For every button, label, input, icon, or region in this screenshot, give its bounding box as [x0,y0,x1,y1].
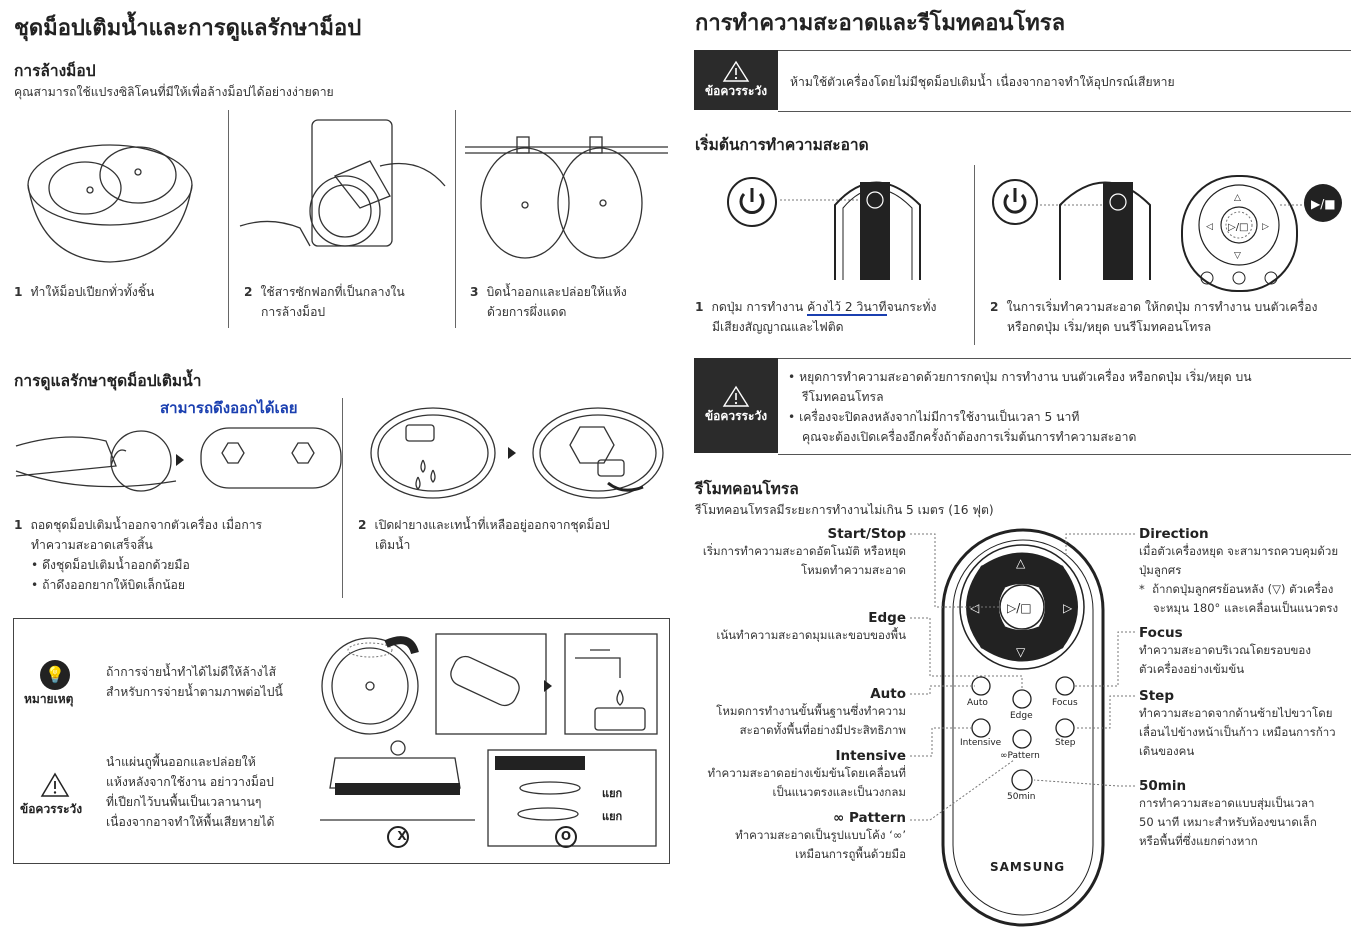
caution-label-left: ข้อควรระวัง [20,802,83,816]
warning-triangle-icon [722,385,750,407]
warning-triangle-icon [722,60,750,82]
lightbulb-icon: 💡 [40,660,70,690]
step-button-label: Step [1055,738,1076,748]
care-heading: การดูแลรักษาชุดม็อปเติมน้ำ [14,372,202,390]
svg-text:◁: ◁ [969,601,979,615]
note-label: หมายเหตุ [24,692,74,706]
label-step: Step ทำความสะอาดจากด้านซ้ายไปขวาโดยเลื่อ… [1139,688,1336,758]
start-heading: เริ่มต้นการทำความสะอาด [695,136,869,154]
focus-button-label: Focus [1052,698,1078,708]
separate-label-2: แยก [602,810,623,823]
right-page-title: การทำความสะอาดและรีโมทคอนโทรล [695,11,1066,36]
samsung-logo: SAMSUNG [990,860,1066,874]
caution-text-left: นำแผ่นถูพื้นออกและปล่อยให้แห้งหลังจากใช้… [106,755,275,829]
svg-text:▽: ▽ [1016,645,1026,659]
label-direction: Direction เมื่อตัวเครื่องหยุด จะสามารถคว… [1139,526,1339,615]
remove-mop-illustration [15,427,342,492]
caution-text-1: ห้ามใช้ตัวเครื่องโดยไม่มีชุดม็อปเติมน้ำ … [790,75,1175,89]
note-box [13,618,670,864]
edge-button-label: Edge [1010,711,1033,721]
note-text: ถ้าการจ่ายน้ำทำได้ไม่ดีให้ล้างไส้สำหรับก… [106,665,283,699]
svg-text:◁: ◁ [1206,222,1213,232]
power-button-illustration [727,177,921,280]
nozzle-cleaning-illustration [320,633,658,848]
remote-start-illustration: ▷/□ △ ▽ ◁ ▷ ▶/■ [992,175,1342,292]
pull-out-callout: สามารถดึงออกได้เลย [160,399,298,417]
label-start-stop: Start/Stop เริ่มการทำความสะอาดอัตโนมัติ … [702,526,906,577]
pattern-button-label: ∞Pattern [1000,751,1040,761]
svg-text:△: △ [1234,193,1241,203]
mark-x: X [397,829,407,843]
warning-triangle-icon [40,772,70,797]
remote-heading: รีโมทคอนโทรล [695,480,799,498]
hold-2-seconds-highlight: ค้างไว้ 2 วินาที [807,300,887,316]
label-auto: Auto โหมดการทำงานขั้นพื้นฐานซึ่งทำความสะ… [716,686,906,737]
wash-heading: การล้างม็อป [14,62,96,80]
caution-box-1: ข้อควรระวัง [694,50,778,110]
remote-control: ▷/□ △ ▽ ◁ ▷ [941,528,1105,927]
50min-button-label: 50min [1007,792,1036,802]
infinity-icon: ∞ [833,810,845,826]
svg-text:▷/□: ▷/□ [1228,222,1249,233]
svg-text:▷: ▷ [1262,222,1269,232]
label-focus: Focus ทำความสะอาดบริเวณโดยรอบของตัวเครื่… [1139,625,1311,676]
label-edge: Edge เน้นทำความสะอาดมุมและขอบของพื้น [716,610,906,642]
auto-button-label: Auto [967,698,988,708]
svg-text:▽: ▽ [1234,251,1241,261]
mark-o: O [560,829,572,843]
brush-illustration [239,119,446,247]
svg-text:▷: ▷ [1063,601,1073,615]
svg-text:▶/■: ▶/■ [1311,197,1336,211]
drain-water-illustration [370,407,664,499]
caution-text-2: • หยุดการทำความสะอาดด้วยการกดปุ่ม การทำง… [788,370,1252,444]
left-page-title: ชุดม็อปเติมน้ำและการดูแลรักษาม็อป [14,16,362,41]
caution-box-2: ข้อควรระวัง [694,358,778,453]
svg-text:△: △ [1016,556,1026,570]
drying-illustration [465,136,668,259]
wash-intro: คุณสามารถใช้แปรงซิลิโคนที่มีให้เพื่อล้าง… [14,85,334,99]
label-intensive: Intensive ทำความสะอาดอย่างเข้มข้นโดยเคลื… [707,748,906,799]
caution-label: ข้อควรระวัง [704,409,768,423]
intensive-button-label: Intensive [960,738,1002,748]
label-pattern: ∞ Pattern ทำความสะอาดเป็นรูปแบบโค้ง ‘∞’เ… [735,810,906,861]
bowl-illustration [27,144,193,263]
separate-label-1: แยก [602,787,623,800]
caution-label: ข้อควรระวัง [704,83,768,98]
svg-text:▷/□: ▷/□ [1007,601,1032,615]
remote-intro: รีโมทคอนโทรลมีระยะการทำงานไม่เกิน 5 เมตร… [695,503,994,517]
